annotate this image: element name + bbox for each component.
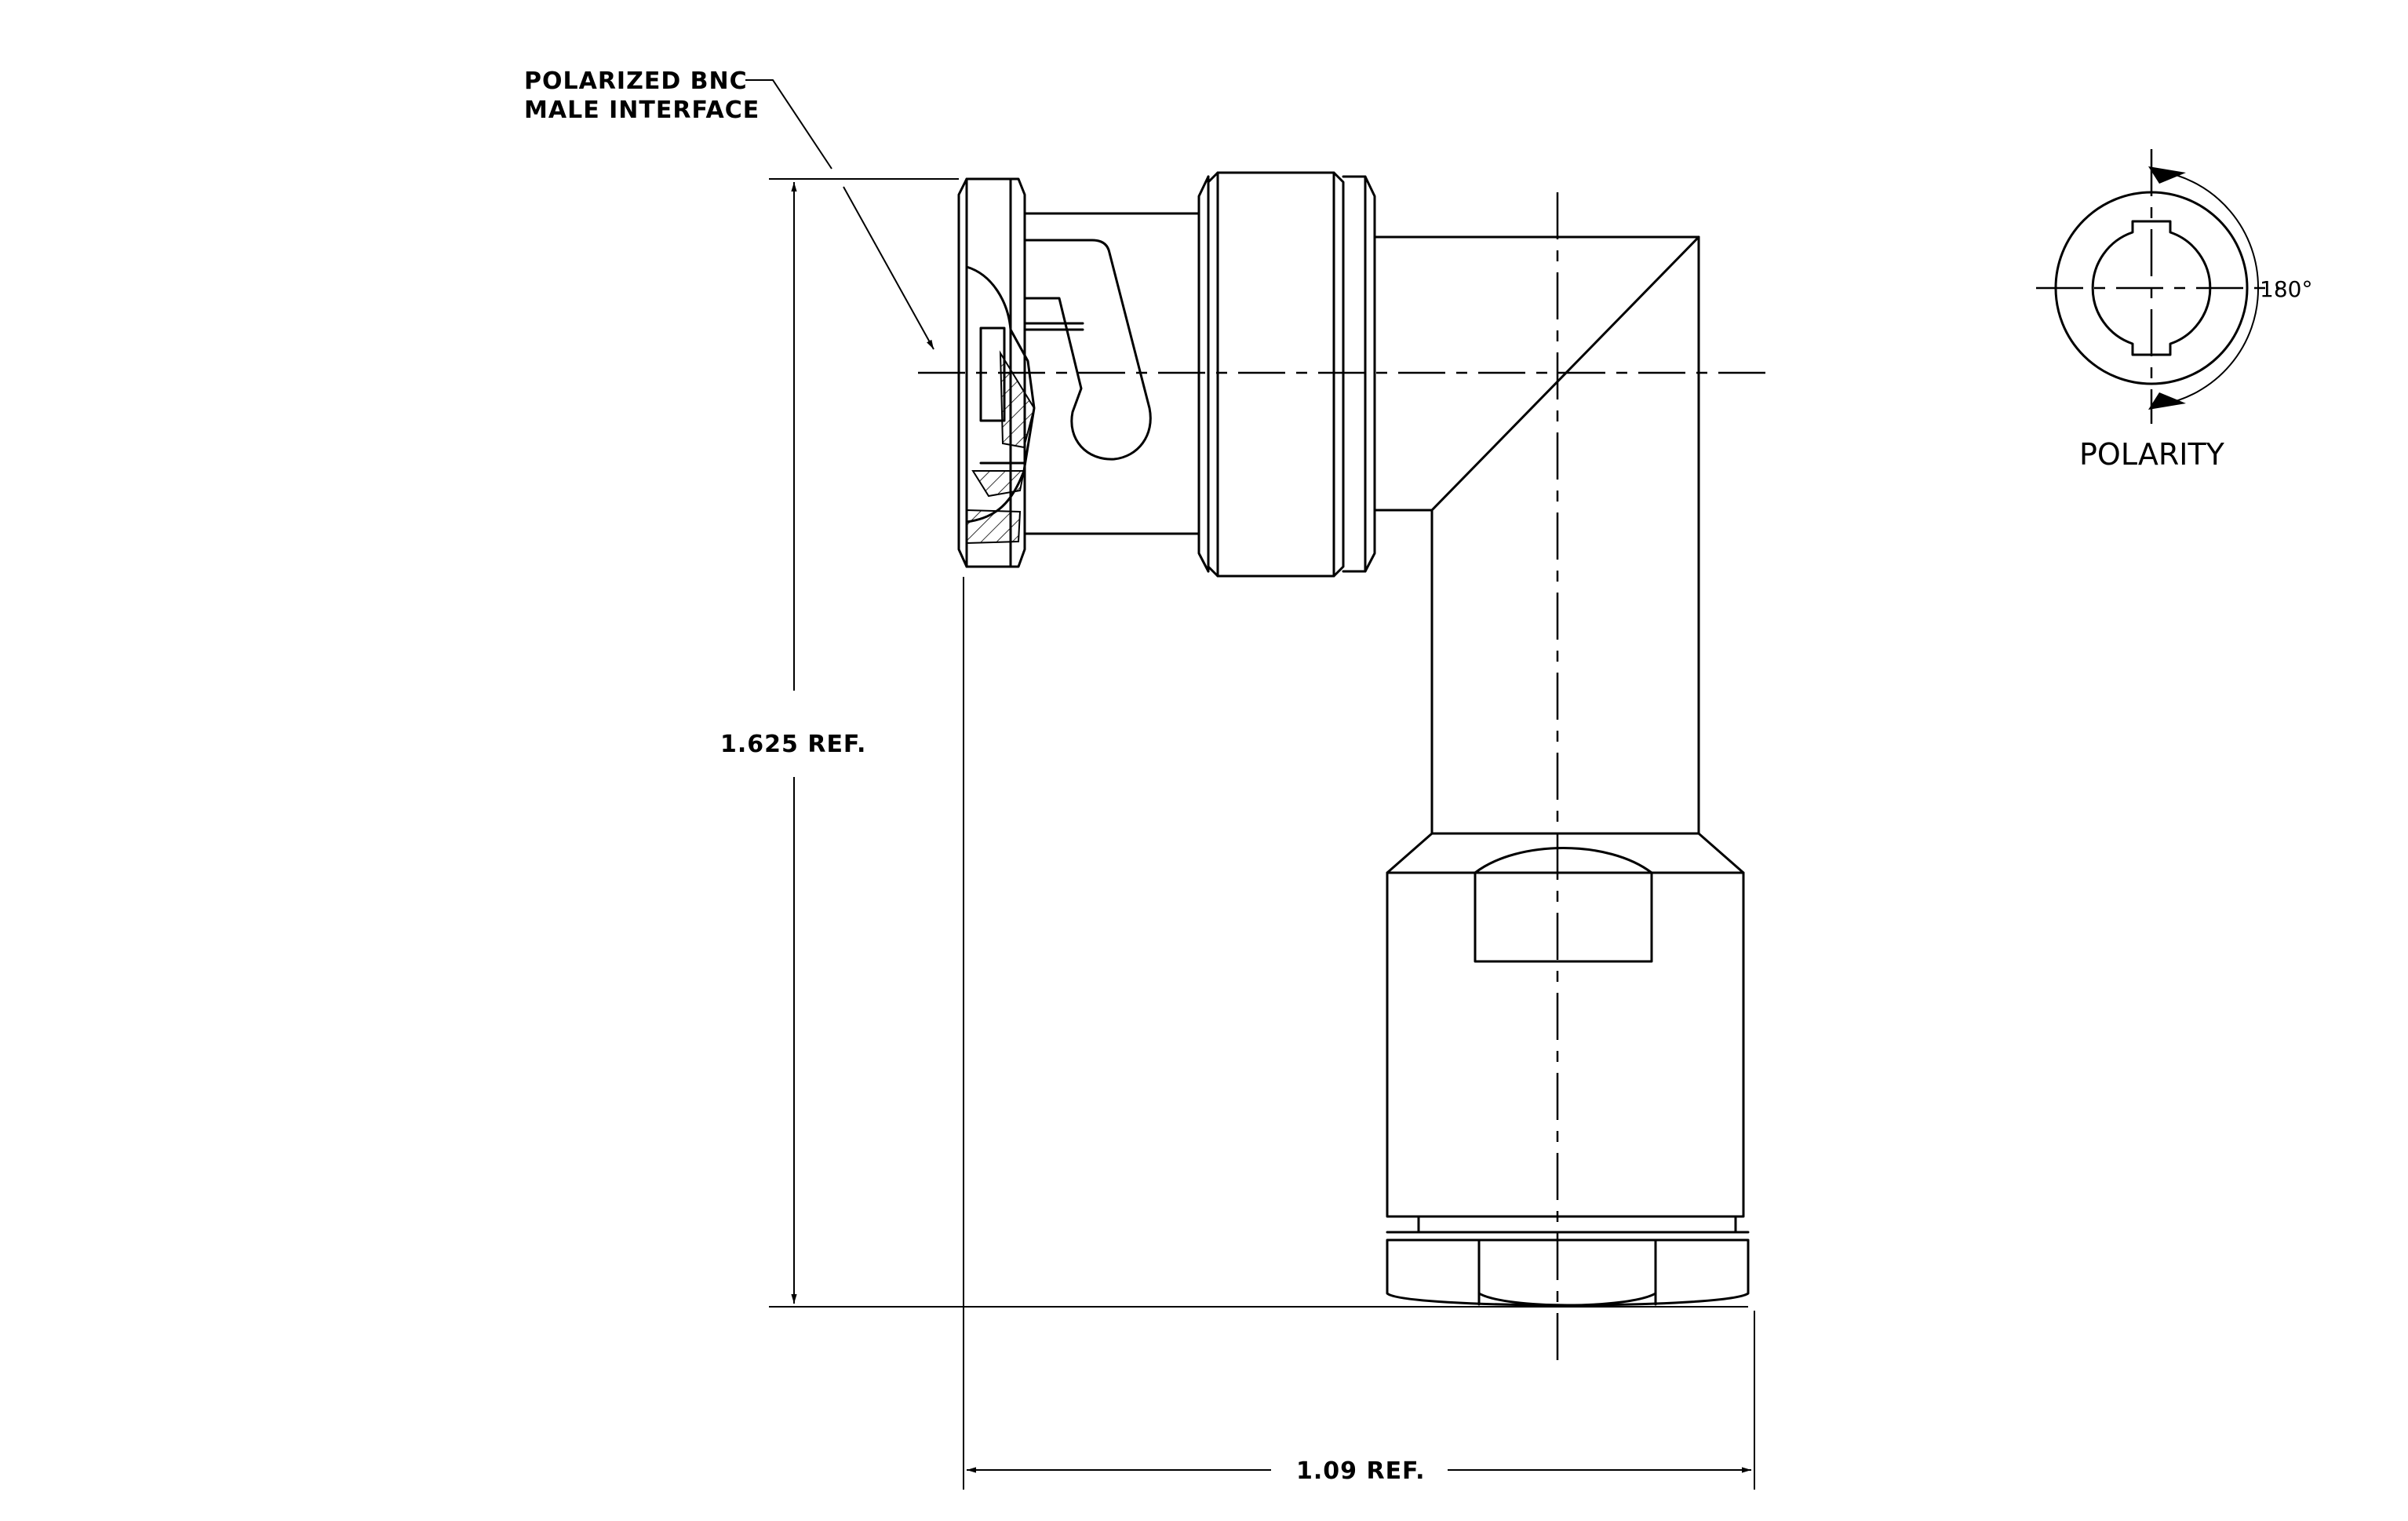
- polarity-title: POLARITY: [2079, 437, 2225, 472]
- lower-body: [1386, 832, 1745, 1218]
- height-dimension-label: 1.625 REF.: [720, 731, 866, 758]
- polarity-arc-top: [2158, 170, 2260, 289]
- height-dimension: 1.625 REF.: [720, 178, 1748, 1308]
- polarity-keyed-bore: [2091, 220, 2212, 356]
- polarity-detail: 180° POLARITY: [2036, 149, 2312, 472]
- callout-label: POLARIZED BNC MALE INTERFACE: [524, 67, 934, 350]
- polarity-arc-bottom: [2158, 287, 2260, 406]
- width-dimension: 1.09 REF.: [963, 577, 1755, 1490]
- polarity-outer-ring: [2054, 191, 2249, 385]
- polarity-arrow-top: [2148, 166, 2186, 184]
- callout-leader: [745, 79, 832, 170]
- bnc-coupling-nut: [1197, 171, 1376, 578]
- callout-line2: MALE INTERFACE: [524, 97, 760, 124]
- elbow-body: [1373, 235, 1700, 835]
- polarity-arrow-bottom: [2148, 392, 2186, 410]
- polarity-angle-label: 180°: [2260, 276, 2312, 302]
- bnc-body: [1023, 212, 1200, 535]
- bnc-interface-section: [965, 265, 1036, 545]
- width-dimension-label: 1.09 REF.: [1296, 1457, 1426, 1485]
- lower-hex-nut: [1386, 1215, 1750, 1307]
- callout-line1: POLARIZED BNC: [524, 67, 748, 95]
- callout-arrow: [843, 186, 934, 350]
